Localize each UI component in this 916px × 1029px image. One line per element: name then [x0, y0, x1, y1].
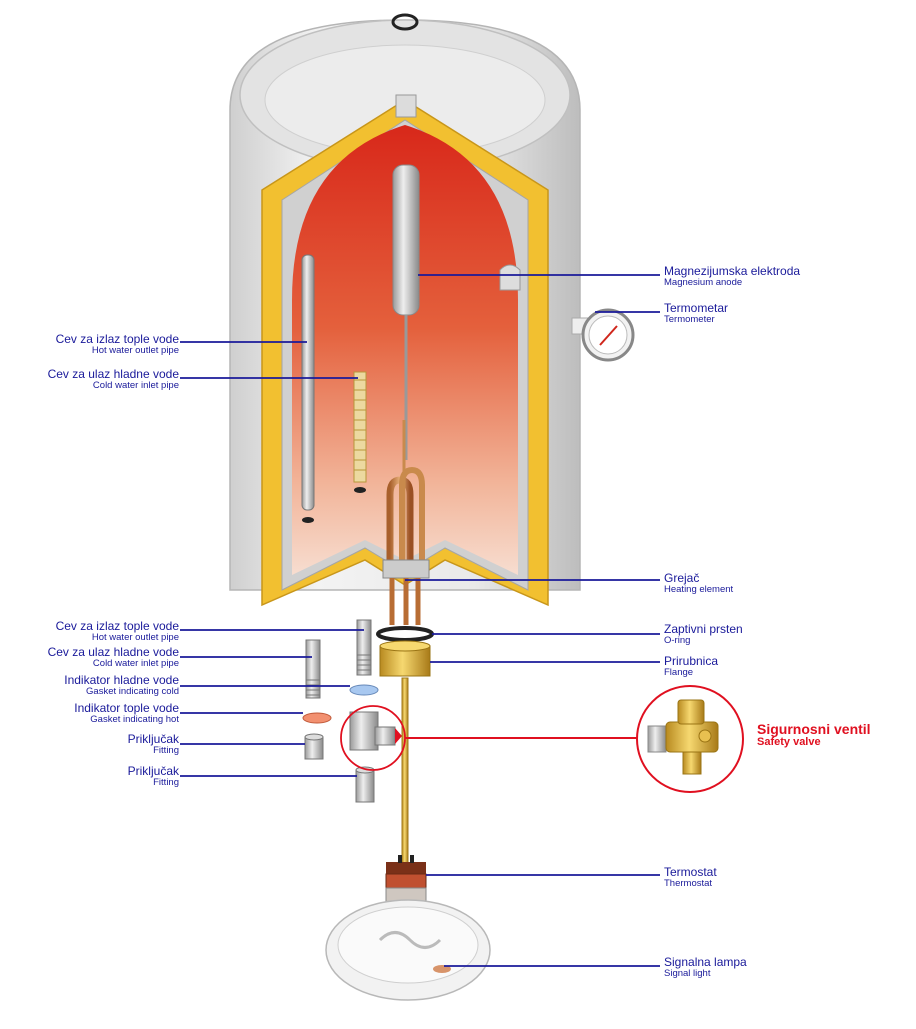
label-sub: Thermostat: [664, 877, 713, 889]
fitting-2-artwork: [355, 766, 375, 803]
internal-hot-outlet-pipe: [301, 254, 315, 511]
safety-valve-small: [349, 711, 402, 751]
o-ring: [376, 626, 434, 642]
top-anode-plug: [395, 94, 417, 118]
label-main: Sigurnosni ventil: [757, 721, 871, 737]
label-thermostat: Termostat Thermostat: [664, 866, 717, 889]
label-main: Prirubnica: [664, 654, 719, 668]
label-main: Cev za izlaz tople vode: [55, 332, 179, 346]
thermometer-dial: [571, 308, 635, 362]
gasket-hot: [302, 712, 332, 724]
label-sub: Signal light: [664, 967, 711, 979]
thermometer-well: [499, 264, 521, 291]
safety-valve-large: [636, 685, 744, 793]
label-main: Grejač: [664, 571, 700, 585]
label-main: Zaptivni prsten: [664, 622, 743, 636]
label-main: Signalna lampa: [664, 955, 747, 969]
label-flange: Prirubnica Flange: [664, 655, 718, 678]
label-main: Cev za ulaz hladne vode: [47, 645, 179, 659]
loose-cold-inlet-pipe: [305, 639, 321, 699]
label-main: Termometar: [664, 301, 729, 315]
bottom-cover: [325, 899, 491, 1001]
label-sub: Gasket indicating hot: [90, 713, 179, 725]
label-gasket-hot: Indikator tople vode Gasket indicating h…: [74, 702, 179, 725]
label-main: Indikator hladne vode: [64, 673, 179, 687]
label-cold-inlet-top: Cev za ulaz hladne vode Cold water inlet…: [48, 368, 179, 391]
label-sub: Safety valve: [757, 735, 821, 748]
label-sub: Flange: [664, 666, 694, 678]
internal-cold-inlet-pipe: [353, 371, 367, 493]
label-sub: Cold water inlet pipe: [92, 657, 179, 669]
label-sub: Cold water inlet pipe: [92, 379, 179, 391]
label-sub: Heating element: [664, 583, 734, 595]
label-anode: Magnezijumska elektroda Magnesium anode: [664, 265, 800, 288]
gasket-cold: [349, 684, 379, 696]
label-sub: Fitting: [153, 776, 179, 788]
label-sub: Fitting: [153, 744, 179, 756]
label-sub: Termometer: [664, 313, 715, 325]
label-hot-outlet-bottom: Cev za izlaz tople vode Hot water outlet…: [56, 620, 179, 643]
label-gasket-cold: Indikator hladne vode Gasket indicating …: [64, 674, 179, 697]
hot-outlet-hole: [302, 517, 314, 523]
leader-lines: [180, 274, 660, 967]
label-main: Priključak: [127, 764, 179, 778]
label-sub: Gasket indicating cold: [86, 685, 179, 697]
label-main: Termostat: [664, 865, 717, 879]
magnesium-anode: [392, 164, 420, 460]
label-main: Cev za izlaz tople vode: [55, 619, 179, 633]
label-oring: Zaptivni prsten O-ring: [664, 623, 743, 646]
label-thermometer: Termometar Termometer: [664, 302, 728, 325]
label-sub: Magnesium anode: [664, 276, 743, 288]
fitting-1-artwork: [304, 733, 324, 760]
label-main: Magnezijumska elektroda: [664, 264, 801, 278]
heating-element-artwork: [382, 420, 430, 625]
label-sub: O-ring: [664, 634, 691, 646]
label-main: Cev za ulaz hladne vode: [47, 367, 179, 381]
label-fitting-2: Priključak Fitting: [128, 765, 179, 788]
thermostat-rod: [401, 677, 409, 869]
label-sub: Hot water outlet pipe: [91, 631, 179, 643]
label-main: Indikator tople vode: [74, 701, 179, 715]
label-safety-valve: Sigurnosni ventil Safety valve: [757, 722, 871, 748]
label-signal-light: Signalna lampa Signal light: [664, 956, 747, 979]
label-hot-outlet-top: Cev za izlaz tople vode Hot water outlet…: [56, 333, 179, 356]
label-heater: Grejač Heating element: [664, 572, 733, 595]
flange-artwork: [379, 640, 431, 677]
label-cold-inlet-bottom: Cev za ulaz hladne vode Cold water inlet…: [48, 646, 179, 669]
label-sub: Hot water outlet pipe: [91, 344, 179, 356]
loose-hot-outlet-pipe: [356, 619, 372, 676]
thermostat-artwork: [385, 855, 427, 903]
label-main: Priključak: [127, 732, 179, 746]
label-fitting-1: Priključak Fitting: [128, 733, 179, 756]
